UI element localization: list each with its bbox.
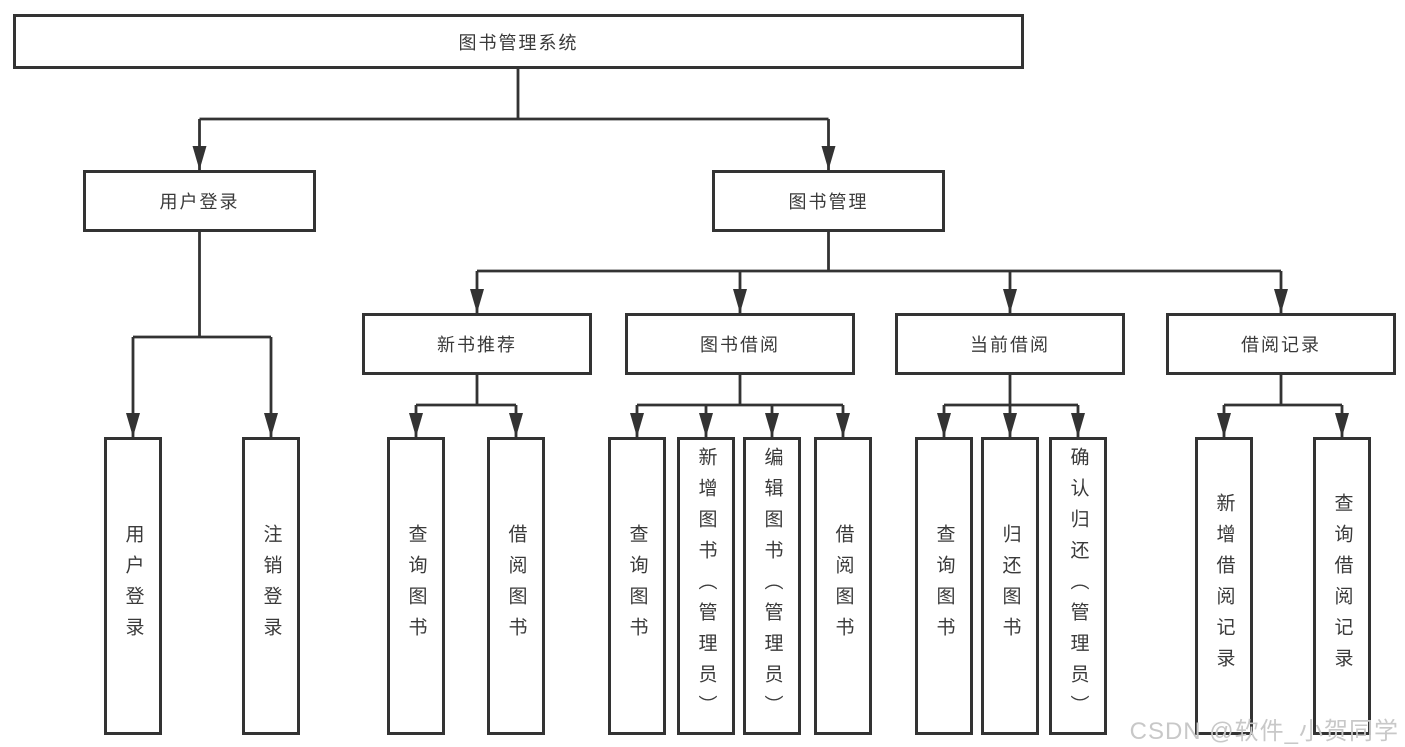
connector-book-borrow-to-leaves (630, 375, 850, 437)
leaf-user-login: 用户登录 (104, 437, 162, 735)
leaf-borrow-books-recommend: 借阅图书 (487, 437, 545, 735)
leaf-borrow-books-borrowing-label: 借阅图书 (832, 524, 854, 648)
node-new-book-recommendation: 新书推荐 (362, 313, 592, 375)
leaf-query-books-borrowing: 查询图书 (608, 437, 666, 735)
node-book-management: 图书管理 (712, 170, 945, 232)
connector-user-login-to-leaves (126, 232, 278, 437)
leaf-add-borrow-record-label: 新增借阅记录 (1213, 493, 1235, 679)
leaf-confirm-return-admin: 确认归还（管理员） (1049, 437, 1107, 735)
leaf-add-book-admin-label: 新增图书（管理员） (695, 446, 717, 726)
leaf-confirm-return-admin-label: 确认归还（管理员） (1067, 446, 1089, 726)
node-current-borrowing: 当前借阅 (895, 313, 1125, 375)
leaf-query-books-recommend: 查询图书 (387, 437, 445, 735)
leaf-query-borrow-record: 查询借阅记录 (1313, 437, 1371, 735)
leaf-logout-label: 注销登录 (260, 524, 282, 648)
node-user-login-label: 用户登录 (159, 192, 240, 212)
node-borrowing-records-label: 借阅记录 (1241, 335, 1321, 355)
leaf-query-books-current: 查询图书 (915, 437, 973, 735)
connector-book-management-to-level3 (470, 232, 1288, 313)
node-new-book-recommendation-label: 新书推荐 (437, 335, 517, 355)
root-node: 图书管理系统 (13, 14, 1024, 69)
leaf-return-books: 归还图书 (981, 437, 1039, 735)
leaf-borrow-books-borrowing: 借阅图书 (814, 437, 872, 735)
node-user-login: 用户登录 (83, 170, 316, 232)
leaf-logout: 注销登录 (242, 437, 300, 735)
node-book-borrowing-label: 图书借阅 (700, 335, 780, 355)
leaf-edit-book-admin-label: 编辑图书（管理员） (761, 446, 783, 726)
node-book-management-label: 图书管理 (788, 192, 869, 212)
leaf-return-books-label: 归还图书 (999, 524, 1021, 648)
leaf-query-books-current-label: 查询图书 (933, 524, 955, 648)
leaf-query-borrow-record-label: 查询借阅记录 (1331, 493, 1353, 679)
node-current-borrowing-label: 当前借阅 (970, 335, 1050, 355)
connector-root-to-level2 (192, 69, 836, 170)
node-book-borrowing: 图书借阅 (625, 313, 855, 375)
node-borrowing-records: 借阅记录 (1166, 313, 1396, 375)
connector-new-book-to-leaves (409, 375, 523, 437)
leaf-add-borrow-record: 新增借阅记录 (1195, 437, 1253, 735)
leaf-borrow-books-recommend-label: 借阅图书 (505, 524, 527, 648)
connector-records-to-leaves (1217, 375, 1349, 437)
leaf-edit-book-admin: 编辑图书（管理员） (743, 437, 801, 735)
leaf-user-login-label: 用户登录 (122, 524, 144, 648)
leaf-query-books-recommend-label: 查询图书 (405, 524, 427, 648)
leaf-query-books-borrowing-label: 查询图书 (626, 524, 648, 648)
leaf-add-book-admin: 新增图书（管理员） (677, 437, 735, 735)
root-node-label: 图书管理系统 (458, 32, 579, 53)
csdn-watermark: CSDN @软件_小贺同学 (1129, 718, 1399, 745)
connector-current-borrow-to-leaves (937, 375, 1085, 437)
